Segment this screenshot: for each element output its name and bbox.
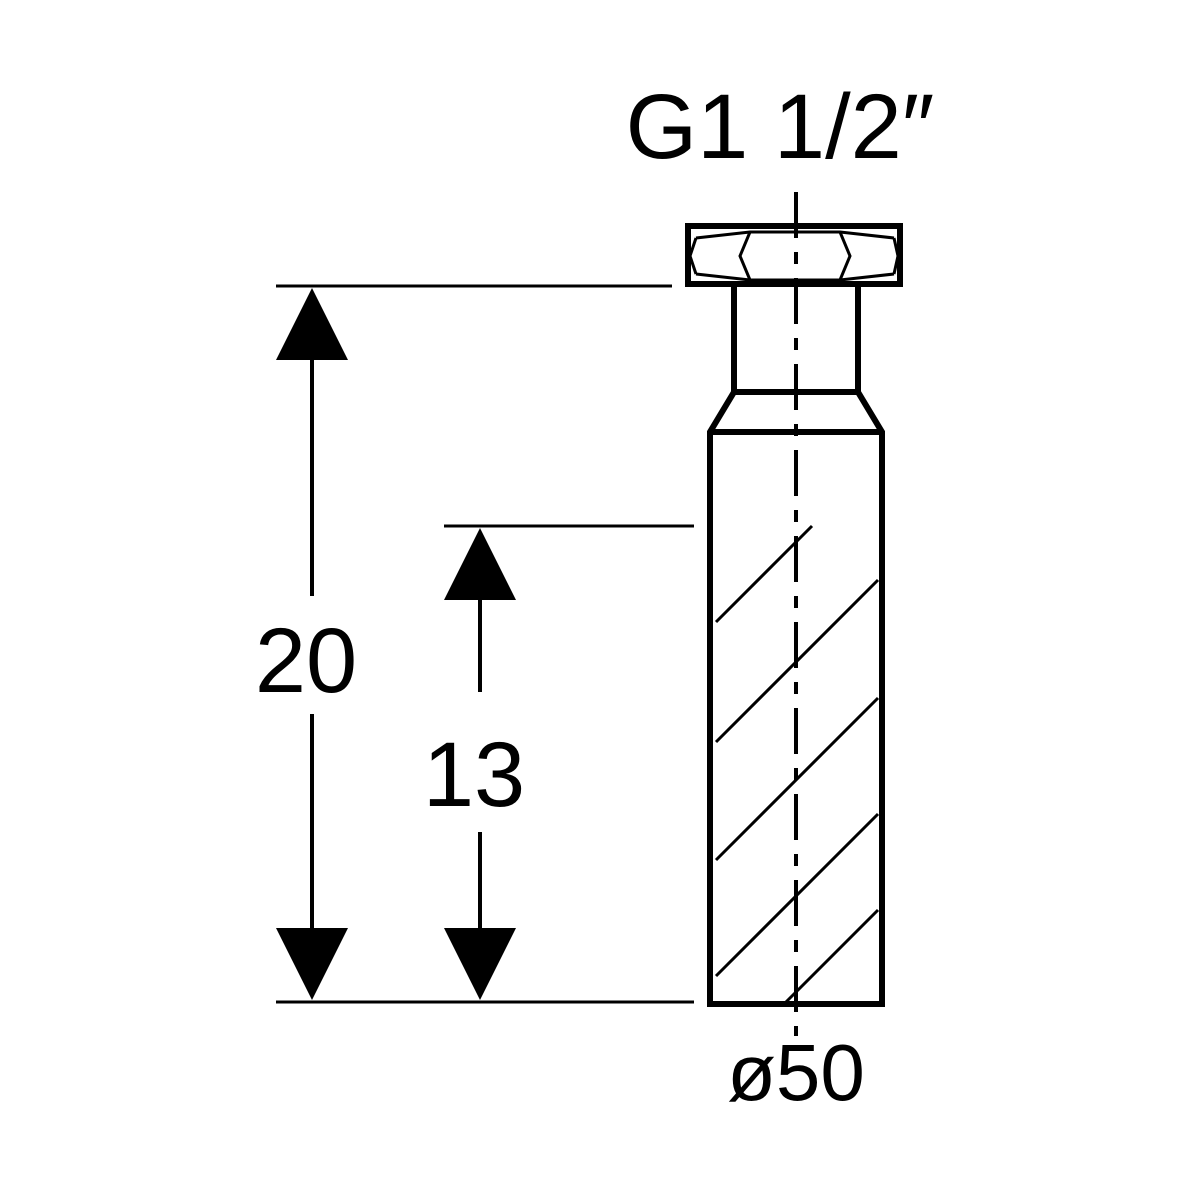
diameter-label: ø50	[727, 1028, 865, 1117]
partial-height-label: 13	[423, 724, 525, 826]
dimension-partial-height: 13	[423, 528, 525, 1000]
extension-lines	[276, 284, 694, 1004]
arrow-down-icon	[276, 928, 348, 1000]
thread-size-label: G1 1/2″	[626, 76, 935, 178]
arrow-up-icon	[444, 528, 516, 600]
arrow-up-icon	[276, 288, 348, 360]
overall-height-label: 20	[255, 610, 357, 712]
dimension-overall-height: 20	[255, 288, 357, 1000]
arrow-down-icon	[444, 928, 516, 1000]
